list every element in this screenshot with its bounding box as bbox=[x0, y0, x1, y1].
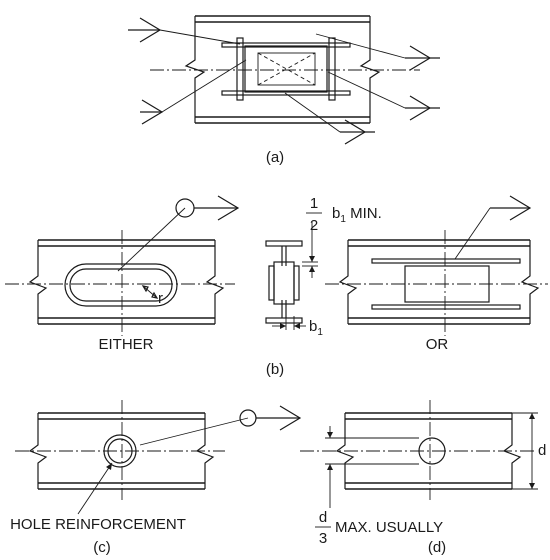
caption-b: (b) bbox=[266, 361, 284, 378]
beam-b-left: r EITHER bbox=[5, 195, 240, 353]
weld-symbols-a bbox=[128, 17, 440, 145]
max-usually-label: MAX. USUALLY bbox=[335, 519, 443, 536]
panel-a: (a) bbox=[128, 15, 440, 166]
caption-c: (c) bbox=[93, 539, 111, 556]
caption-d: (d) bbox=[428, 539, 446, 556]
d3-denominator: 3 bbox=[319, 530, 327, 547]
i-section: b1 1 2 b1 MIN. bbox=[265, 195, 382, 338]
depth-label: d bbox=[538, 442, 546, 459]
panel-d: d d 3 MAX. USUALLY (d) bbox=[300, 400, 546, 556]
beam-b-right: OR bbox=[325, 195, 548, 353]
d3-numerator: d bbox=[319, 509, 327, 526]
hole-reinforcement-label: HOLE REINFORCEMENT bbox=[10, 516, 186, 533]
beam-a bbox=[150, 15, 420, 124]
radius-label: r bbox=[158, 290, 163, 307]
label-or: OR bbox=[426, 336, 449, 353]
opening-a bbox=[221, 37, 351, 101]
half-denominator: 2 bbox=[310, 217, 318, 234]
caption-a: (a) bbox=[266, 149, 284, 166]
panel-b: r EITHER bbox=[5, 195, 548, 378]
b1-min-label: b1 MIN. bbox=[332, 205, 382, 225]
label-either: EITHER bbox=[98, 336, 153, 353]
half-numerator: 1 bbox=[310, 195, 318, 212]
panel-c: HOLE REINFORCEMENT (c) bbox=[10, 400, 302, 556]
b1-label: b1 bbox=[309, 318, 323, 338]
